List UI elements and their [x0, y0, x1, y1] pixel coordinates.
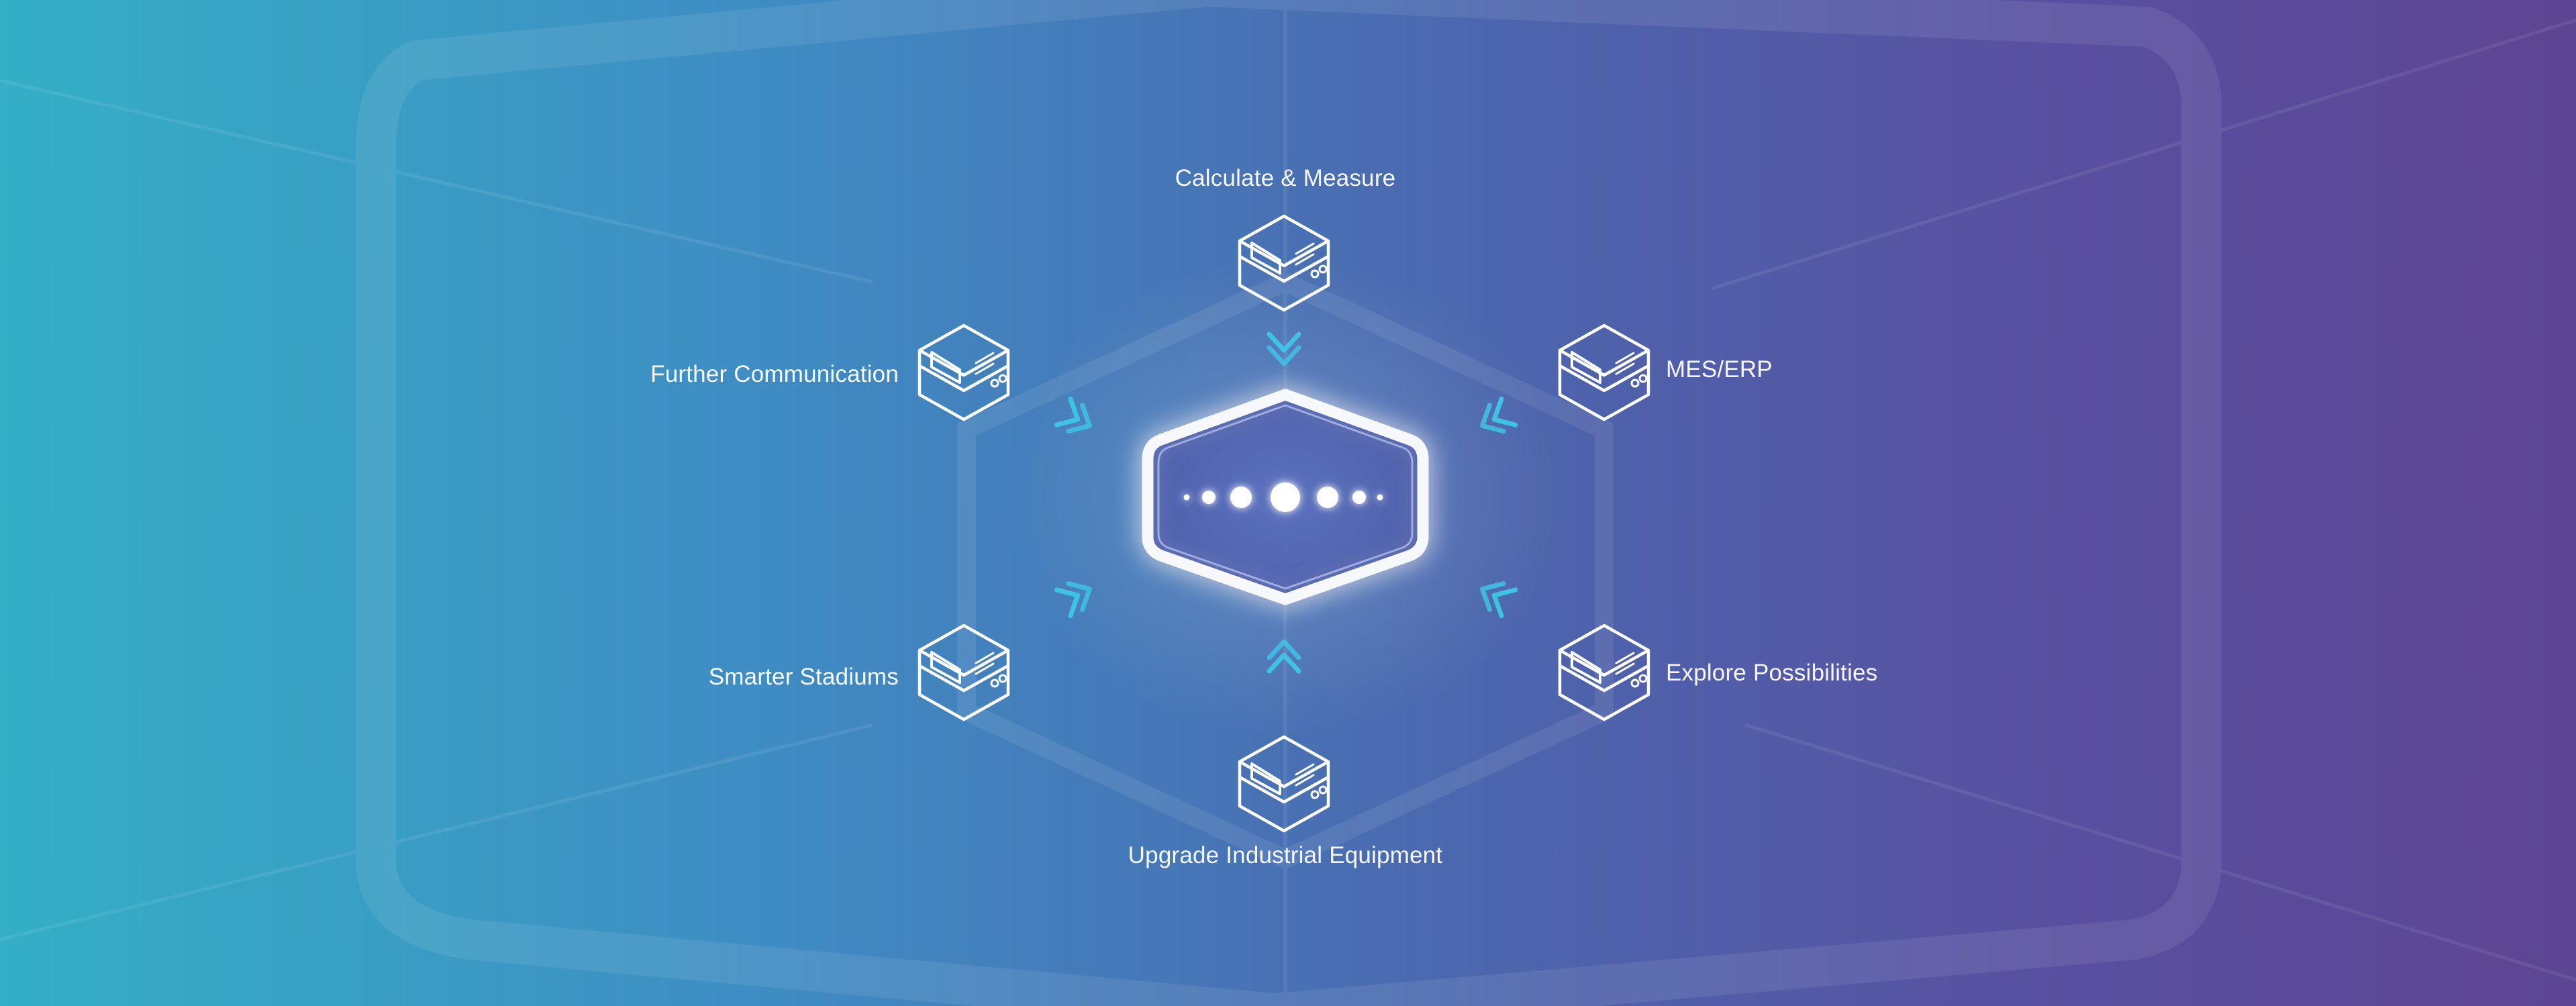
hub-dot [1230, 487, 1252, 508]
node-label-upgrade-industrial-equipment: Upgrade Industrial Equipment [1128, 842, 1443, 868]
hub-dot [1183, 494, 1190, 501]
hub-dot [1317, 487, 1338, 508]
device-ul-icon [920, 325, 1008, 419]
hub-dot [1377, 494, 1383, 501]
hub-dot [1271, 483, 1300, 512]
hub-dot [1352, 491, 1366, 504]
node-label-calculate-measure: Calculate & Measure [1175, 165, 1396, 191]
hub-dot [1202, 491, 1216, 504]
node-label-mes-erp: MES/ERP [1666, 356, 1773, 383]
node-label-further-communication: Further Communication [650, 361, 899, 387]
node-label-smarter-stadiums: Smarter Stadiums [708, 664, 899, 690]
node-label-explore-possibilities: Explore Possibilities [1666, 660, 1878, 686]
hub-dots [1183, 483, 1383, 512]
